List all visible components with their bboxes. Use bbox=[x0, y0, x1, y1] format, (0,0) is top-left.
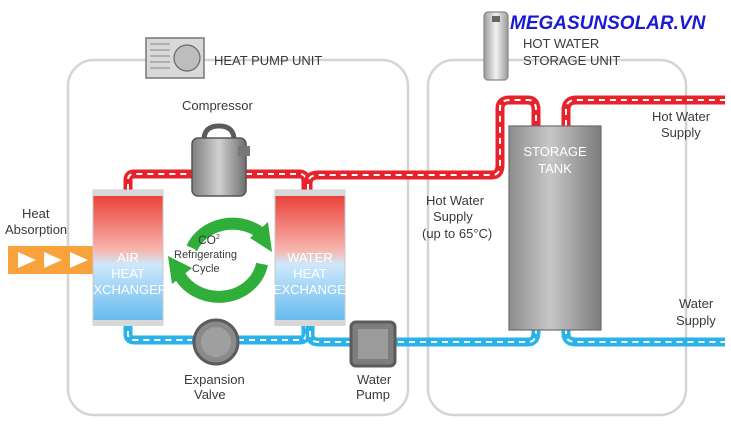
expansion-valve-label-2: Valve bbox=[194, 387, 226, 402]
hot-water-supply-mid-2: Supply bbox=[433, 209, 473, 224]
water-pump-label-2: Pump bbox=[356, 387, 390, 402]
water-heat-exchanger bbox=[274, 189, 346, 326]
water-hx-label-2: HEAT bbox=[293, 266, 327, 281]
brand-watermark: MEGASUNSOLAR.VN bbox=[510, 13, 707, 34]
storage-unit-label-2: STORAGE UNIT bbox=[523, 53, 620, 68]
storage-unit-frame bbox=[426, 58, 688, 417]
hot-water-supply-right-2: Supply bbox=[661, 125, 701, 140]
hot-water-supply-mid-1: Hot Water bbox=[426, 193, 485, 208]
compressor-label: Compressor bbox=[182, 98, 253, 113]
water-pump-label-1: Water bbox=[357, 372, 392, 387]
water-supply-label-1: Water bbox=[679, 296, 714, 311]
hot-water-supply-right-1: Hot Water bbox=[652, 109, 711, 124]
heat-absorption-arrow bbox=[8, 246, 96, 274]
hot-water-line bbox=[303, 95, 541, 195]
air-hx-label-3: EXCHANGER bbox=[85, 282, 167, 297]
expansion-valve-label-1: Expansion bbox=[184, 372, 245, 387]
air-heat-exchanger bbox=[92, 189, 164, 326]
heat-absorption-label-1: Heat bbox=[22, 206, 50, 221]
water-supply-label-2: Supply bbox=[676, 313, 716, 328]
storage-unit-label-1: HOT WATER bbox=[523, 36, 599, 51]
compressor-icon bbox=[191, 123, 250, 197]
refrigerating-cycle-icon bbox=[168, 217, 272, 303]
cycle-co2: CO bbox=[198, 233, 216, 247]
cycle-co2-sub: 2 bbox=[216, 234, 220, 241]
storage-tank-label-1: STORAGE bbox=[523, 144, 587, 159]
water-hx-label-3: EXCHANGER bbox=[273, 282, 355, 297]
hot-water-supply-mid-3: (up to 65°C) bbox=[422, 226, 492, 241]
heat-pump-unit-frame bbox=[66, 58, 410, 417]
air-hx-label-1: AIR bbox=[117, 250, 139, 265]
storage-tank-label-2: TANK bbox=[538, 161, 572, 176]
cycle-label-1: Refrigerating bbox=[174, 249, 237, 261]
outdoor-unit-icon bbox=[145, 37, 205, 79]
air-hx-label-2: HEAT bbox=[111, 266, 145, 281]
water-hx-label-1: WATER bbox=[287, 250, 333, 265]
heat-absorption-label-2: Absorption bbox=[5, 222, 67, 237]
cycle-label-2: Cycle bbox=[192, 263, 220, 275]
heat-pump-unit-label: HEAT PUMP UNIT bbox=[214, 53, 322, 68]
water-supply-line bbox=[561, 328, 725, 347]
expansion-valve-icon bbox=[192, 318, 240, 366]
storage-tank bbox=[508, 125, 602, 331]
water-pump-icon bbox=[349, 320, 397, 368]
cold-water-line bbox=[305, 315, 541, 347]
cycle-co2-label: CO2 bbox=[198, 233, 220, 247]
hot-water-supply-line bbox=[561, 95, 725, 126]
storage-cylinder-icon bbox=[483, 11, 509, 81]
